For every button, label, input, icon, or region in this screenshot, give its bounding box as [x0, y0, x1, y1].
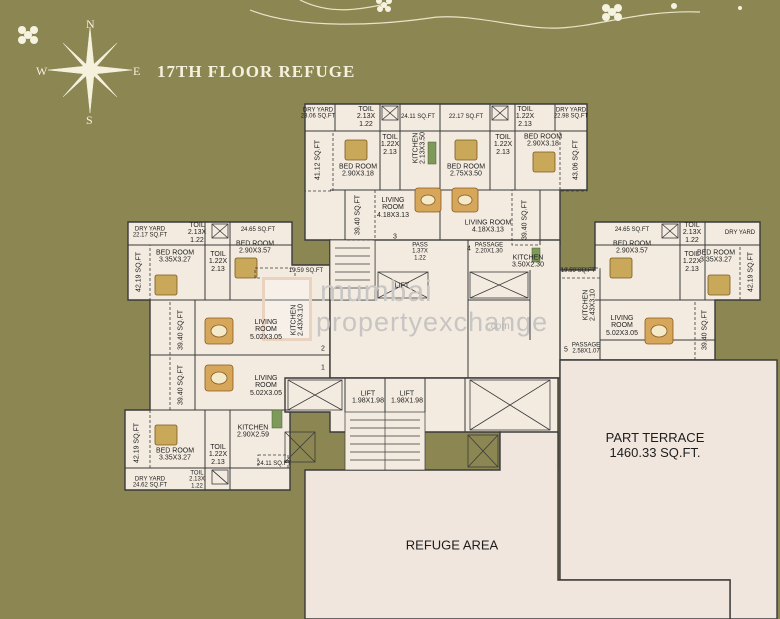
number-label: 4	[467, 245, 471, 253]
area-label: 42.19 SQ.FT	[747, 251, 755, 293]
room-label: LIVING ROOM 4.18X3.13	[377, 196, 409, 219]
room-label: TOIL 1.22X 2.13	[493, 133, 513, 156]
area-label: 39.40 SQ.FT	[701, 309, 709, 351]
room-label: BED ROOM 2.90X3.57	[235, 240, 275, 255]
room-label: PASSAGE 2.58X1.07	[571, 342, 601, 355]
room-label: LIFT 1.98X1.98	[352, 390, 384, 405]
room-label: TOIL 1.22X 2.13	[380, 133, 400, 156]
room-label: KITCHEN 2.90X2.59	[237, 424, 269, 439]
area-label: 39.40 SQ.FT	[521, 199, 529, 241]
bed-furniture	[154, 139, 731, 446]
room-label: BED ROOM 3.35X3.27	[696, 249, 736, 264]
room-label: TOIL 1.22X 2.13	[682, 250, 702, 273]
compass-west-label: W	[36, 64, 48, 78]
area-label: 24.11 SQ.FT	[257, 460, 291, 467]
room-label: LIVING ROOM 5.02X3.05	[250, 374, 282, 397]
area-label: 39.40 SQ.FT	[177, 364, 185, 406]
watermark: mumbai propertyexchange .com	[262, 275, 547, 347]
room-label: PASS 1.37X 1.22	[412, 242, 428, 262]
room-label: TOIL 1.22X 2.13	[515, 105, 535, 128]
area-label: 42.19 SQ.FT	[133, 422, 141, 464]
kitchen-counter	[271, 141, 541, 429]
area-label: 24.11 SQ.FT	[401, 113, 435, 120]
room-label: DRY YARD 22.17 SQ.FT	[132, 226, 168, 239]
compass-north-label: N	[86, 17, 95, 31]
number-label: 1	[321, 364, 325, 372]
room-label: KITCHEN 2.43X3.10	[290, 304, 305, 336]
room-label: BED ROOM 2.90X3.18	[338, 163, 378, 178]
room-label: LIVING ROOM 4.18X3.13	[464, 219, 512, 234]
room-label: KITCHEN 3.50X2.30	[512, 254, 544, 269]
area-label: 42.19 SQ.FT	[135, 251, 143, 293]
area-label: 41.12 SQ.FT	[314, 139, 322, 181]
area-label: 19.59 SQ.FT	[288, 267, 324, 274]
compass-east-label: E	[133, 64, 141, 78]
room-label: TOIL 2.13X 1.22	[356, 105, 376, 128]
sofa-furniture	[204, 187, 674, 392]
room-label: LIVING ROOM 5.02X3.05	[250, 318, 282, 341]
terrace-label: PART TERRACE 1460.33 SQ.FT.	[605, 430, 705, 460]
room-label: BED ROOM 3.35X3.27	[155, 447, 195, 462]
area-label: 24.65 SQ.FT	[614, 226, 650, 233]
room-label: TOIL 2.13X 1.22	[682, 221, 702, 244]
balcony-outline	[124, 130, 761, 469]
room-label: LIFT	[394, 282, 410, 290]
page-title: 17TH FLOOR REFUGE	[157, 62, 356, 81]
watermark-line2: propertyexchange	[316, 307, 549, 337]
decorative-swirl	[249, 0, 701, 29]
number-label: 2	[321, 345, 325, 353]
refuge-area-label: REFUGE AREA	[405, 537, 499, 553]
compass-south-label: S	[86, 113, 93, 127]
room-label: TOIL 2.13X 1.22	[189, 470, 205, 490]
room-label: DRY YARD	[724, 229, 756, 236]
staircase	[329, 239, 426, 471]
room-label: DRY YARD 22.98 SQ.FT	[553, 107, 589, 120]
area-label: 24.65 SQ.FT	[240, 226, 276, 233]
flower-icon	[18, 0, 742, 44]
area-label: 43.06 SQ.FT	[572, 139, 580, 181]
number-label: 5	[564, 346, 568, 354]
room-label: PASSAGE 2.20X1.30	[474, 242, 504, 255]
room-label: DRY YARD 24.62 SQ.FT	[132, 476, 168, 489]
area-label: 19.59 SQ.FT	[560, 267, 596, 274]
room-label: BED ROOM 2.75X3.50	[446, 163, 486, 178]
area-label: 39.40 SQ.FT	[177, 309, 185, 351]
room-label: TOIL 1.22X 2.13	[208, 250, 228, 273]
lift-shafts	[211, 105, 679, 485]
room-label: TOIL 1.22X 2.13	[208, 443, 228, 466]
room-label: BED ROOM 2.90X3.18	[523, 133, 563, 148]
terrace-refuge-area	[304, 359, 778, 619]
room-label: BED ROOM 3.35X3.27	[155, 249, 195, 264]
watermark-logo-icon	[262, 277, 312, 341]
room-label: LIFT 1.98X1.98	[391, 390, 423, 405]
room-label: KITCHEN 2.13X3.50	[412, 132, 427, 164]
room-label: LIVING ROOM 5.02X3.05	[606, 314, 638, 337]
room-label: BED ROOM 2.90X3.57	[612, 240, 652, 255]
area-label: 22.17 SQ.FT	[448, 113, 484, 120]
area-label: 39.40 SQ.FT	[354, 194, 362, 236]
room-label: DRY YARD 23.06 SQ.FT	[300, 107, 336, 120]
room-label: TOIL 2.13X 1.22	[187, 221, 207, 244]
watermark-line1: mumbai	[320, 275, 433, 308]
number-label: 3	[393, 233, 397, 241]
watermark-line3: .com	[488, 321, 510, 332]
compass-rose-icon	[47, 26, 133, 114]
room-label: KITCHEN 2.43X3.10	[582, 289, 597, 321]
